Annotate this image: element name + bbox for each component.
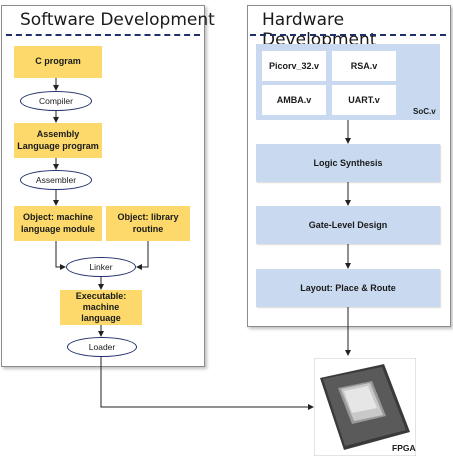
arrow-object-linker: [56, 241, 65, 267]
arrow-loader-fpga: [101, 357, 313, 407]
arrow-library-linker: [137, 241, 148, 267]
fpga-chip-icon: [314, 358, 416, 456]
fpga-label: FPGA: [392, 443, 416, 453]
